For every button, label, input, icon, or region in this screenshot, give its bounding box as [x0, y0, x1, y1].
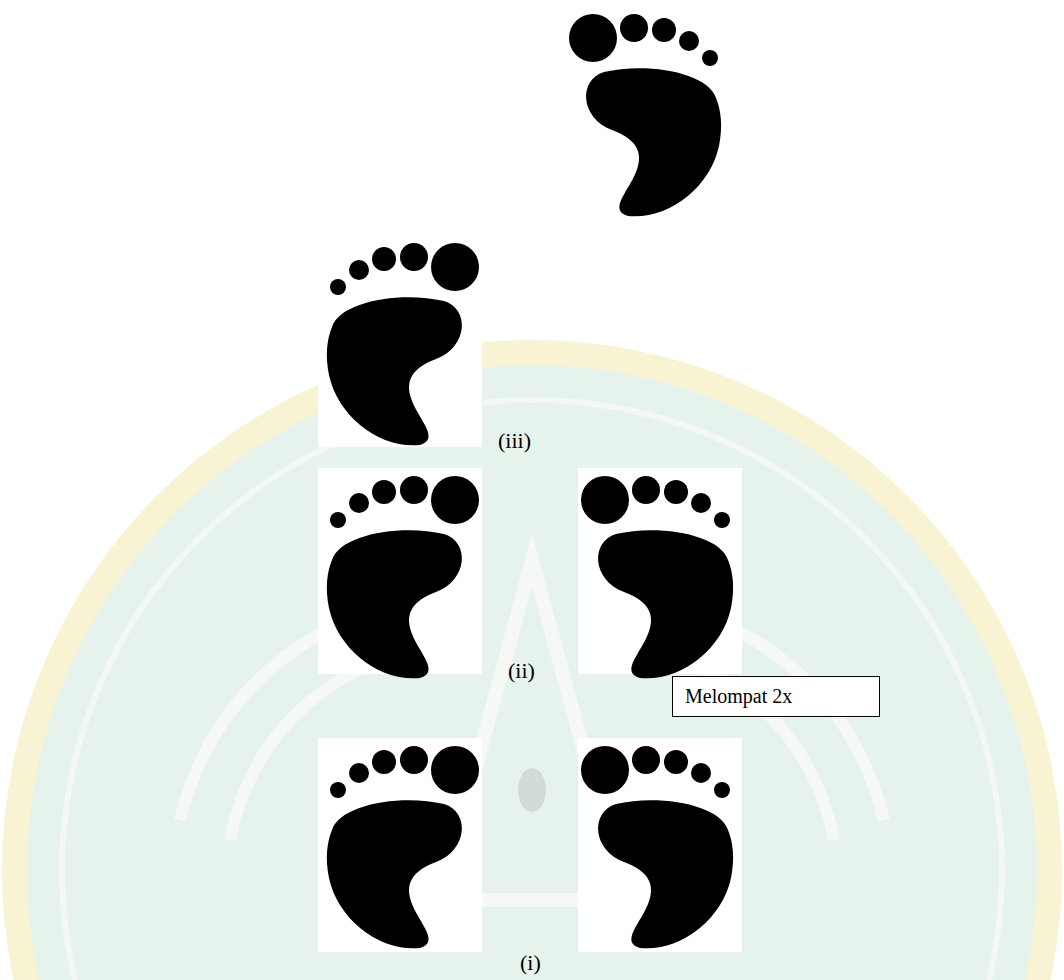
figure-label: (i) [520, 950, 541, 976]
watermark [2, 340, 1062, 980]
box-text: Melompat 2x [673, 677, 879, 716]
left-footprint [318, 738, 482, 952]
left-footprint [318, 235, 482, 447]
right-footprint [569, 14, 721, 216]
left-footprint [318, 468, 482, 678]
figure-label: (ii) [508, 658, 535, 684]
note-box: Melompat 2x [672, 676, 880, 717]
right-footprint [578, 738, 742, 952]
right-footprint [578, 468, 742, 678]
figure-label: (iii) [498, 428, 531, 454]
